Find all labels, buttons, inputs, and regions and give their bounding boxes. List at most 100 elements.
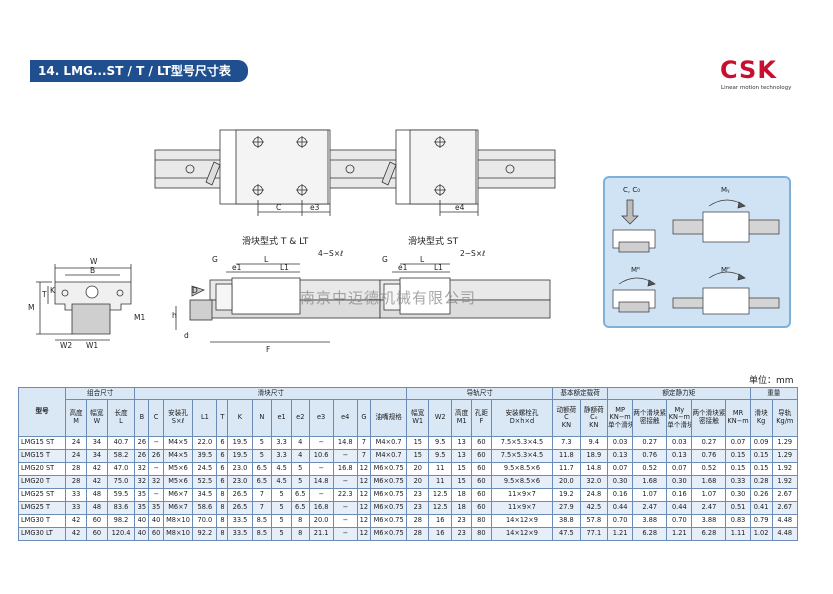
- table-cell: 22.0: [192, 436, 218, 450]
- dim-l1-t: L1: [280, 263, 289, 272]
- table-cell: 16.8: [332, 462, 358, 476]
- unit-label: 单位：mm: [749, 376, 794, 386]
- table-cell: M6×0.75: [369, 488, 408, 502]
- table-cell: 1.68: [632, 475, 668, 489]
- side-view-st: [379, 263, 551, 319]
- table-cell: M4×5: [162, 436, 194, 450]
- dim-hole-st: 2−S×ℓ: [460, 249, 485, 258]
- table-cell: 6.5: [291, 488, 310, 502]
- table-cell: 26: [134, 449, 150, 463]
- table-cell: 14.8: [332, 436, 358, 450]
- table-cell: 14.8: [308, 475, 334, 489]
- table-cell: 9.5: [428, 436, 453, 450]
- table-cell: 18.9: [579, 449, 609, 463]
- col-rail-w2: W2: [428, 399, 453, 437]
- dim-e4: e4: [455, 203, 465, 212]
- table-cell: −: [332, 501, 358, 515]
- table-cell: 40: [134, 527, 150, 541]
- table-cell: 1.02: [749, 527, 773, 541]
- table-cell: 0.41: [749, 501, 773, 515]
- table-cell: 13: [451, 449, 472, 463]
- col-k: K: [227, 399, 253, 437]
- table-cell: 5: [251, 436, 273, 450]
- table-cell: M4×5: [162, 449, 194, 463]
- table-cell: 0.70: [606, 514, 634, 528]
- table-cell: 27.9: [552, 501, 581, 515]
- table-cell: 35: [134, 488, 150, 502]
- header-rail: 导轨尺寸: [406, 387, 554, 400]
- table-cell: 7.5×5.3×4.5: [490, 449, 554, 463]
- table-cell: −: [308, 488, 334, 502]
- front-view: [36, 264, 132, 341]
- table-cell: 7: [251, 488, 273, 502]
- table-cell: 8: [291, 527, 310, 541]
- table-cell: 4.5: [271, 475, 292, 489]
- col-e1: e1: [271, 399, 292, 437]
- table-cell: −: [308, 436, 334, 450]
- table-cell: 35: [134, 501, 150, 515]
- technical-drawing: C e3 e4 W B T K M W2 W1 h M1 d D G e1 L …: [28, 129, 556, 354]
- table-cell: 60: [471, 488, 492, 502]
- table-cell: 18: [451, 488, 472, 502]
- table-cell: 34: [85, 449, 108, 463]
- table-cell: −: [148, 436, 164, 450]
- table-cell: 13: [451, 436, 472, 450]
- table-cell: 14.8: [579, 462, 609, 476]
- col-e2: e2: [291, 399, 310, 437]
- load-label-c: C, C₀: [623, 186, 641, 194]
- dim-f: F: [266, 345, 270, 354]
- table-cell: 23: [406, 488, 430, 502]
- table-cell: 24.5: [192, 462, 218, 476]
- table-cell: 20: [406, 462, 430, 476]
- table-cell: 16: [428, 514, 453, 528]
- table-cell: 48: [85, 501, 108, 515]
- table-cell: 0.70: [666, 514, 693, 528]
- model-cell: LMG15 ST: [17, 436, 67, 450]
- logo-text: CSK: [720, 56, 777, 84]
- table-cell: 0.76: [691, 449, 727, 463]
- table-cell: 33: [65, 501, 87, 515]
- table-cell: 59.5: [106, 488, 136, 502]
- dim-m: M: [28, 303, 34, 312]
- table-cell: 18: [451, 501, 472, 515]
- dim-e1-st: e1: [398, 263, 408, 272]
- table-cell: 33: [65, 488, 87, 502]
- table-group-header: 型号 组合尺寸 滑块尺寸 导轨尺寸 基本额定载荷 额定静力矩 重量: [17, 387, 799, 437]
- side-view-t: [175, 263, 381, 343]
- dim-hole-t: 4−S×ℓ: [318, 249, 343, 258]
- table-cell: 0.83: [725, 514, 751, 528]
- table-cell: 8: [216, 501, 229, 515]
- table-cell: 0.30: [666, 475, 693, 489]
- table-cell: 77.1: [579, 527, 609, 541]
- table-cell: 12: [356, 514, 371, 528]
- col-c: C: [148, 399, 164, 437]
- header-static-moment: 额定静力矩: [607, 387, 751, 400]
- table-cell: 1.11: [725, 527, 751, 541]
- table-cell: 16: [428, 527, 453, 541]
- table-cell: 21.1: [308, 527, 334, 541]
- table-cell: 28: [65, 475, 87, 489]
- table-cell: 10.6: [308, 449, 334, 463]
- table-cell: 38.8: [552, 514, 581, 528]
- table-cell: 23.0: [227, 462, 253, 476]
- table-cell: M8×10: [162, 514, 194, 528]
- table-cell: 0.15: [749, 449, 773, 463]
- table-cell: 60: [471, 449, 492, 463]
- header-weight: 重量: [749, 387, 799, 400]
- table-cell: 42: [85, 462, 108, 476]
- dim-b: B: [90, 266, 95, 275]
- table-cell: 6.5: [251, 475, 273, 489]
- table-cell: M6×0.75: [369, 501, 408, 515]
